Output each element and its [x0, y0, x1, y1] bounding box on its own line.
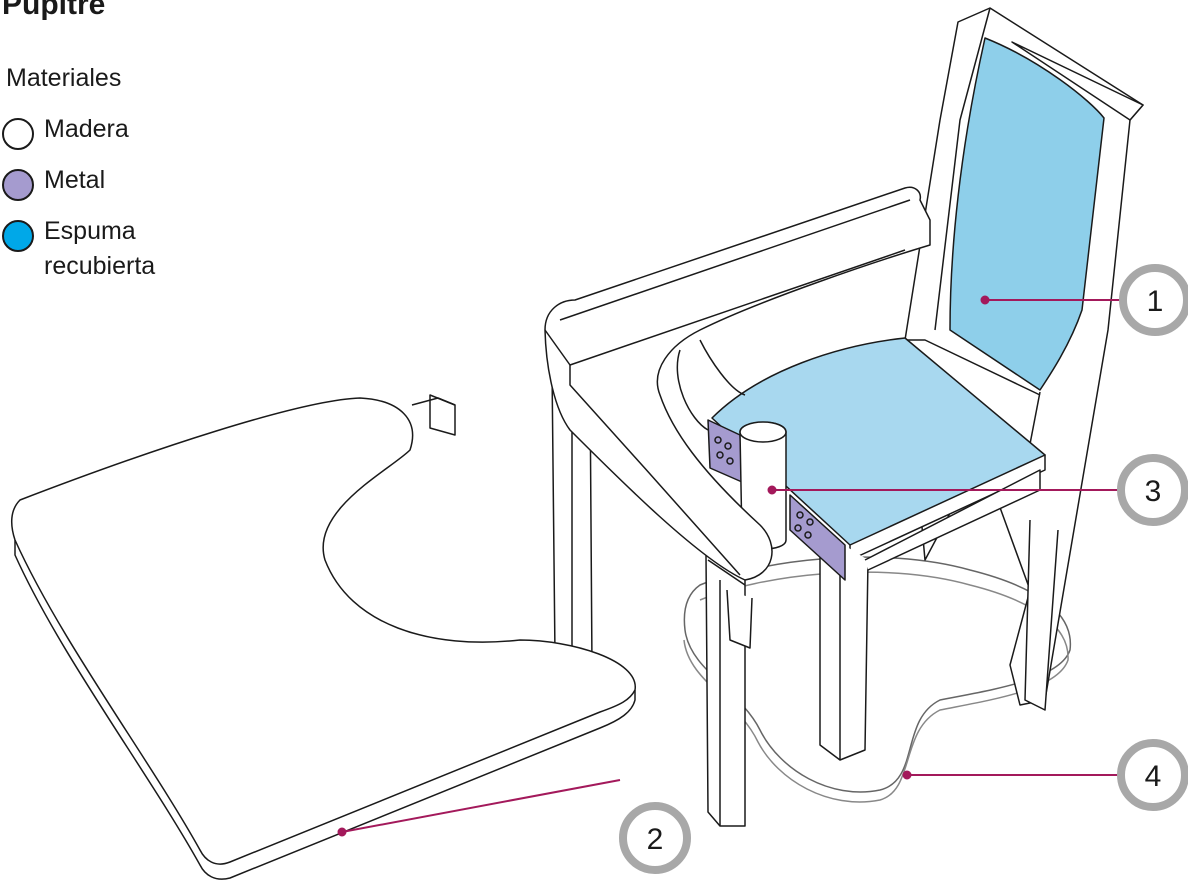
callout-2: 2 — [623, 806, 687, 870]
leader-dot-4 — [904, 772, 911, 779]
chair-front-legs — [706, 555, 752, 826]
callout-4: 4 — [1121, 743, 1185, 807]
leader-dot-1 — [982, 297, 989, 304]
callout-number-1: 1 — [1147, 285, 1164, 318]
leader-dot-3 — [769, 487, 776, 494]
leader-dot-2 — [339, 829, 346, 836]
callout-number-2: 2 — [647, 823, 664, 856]
writing-tray — [12, 395, 636, 879]
callout-number-3: 3 — [1145, 475, 1162, 508]
chair-back — [905, 8, 1143, 705]
callout-number-4: 4 — [1145, 760, 1162, 793]
callout-1: 1 — [1123, 268, 1187, 332]
callout-3: 3 — [1121, 458, 1185, 522]
